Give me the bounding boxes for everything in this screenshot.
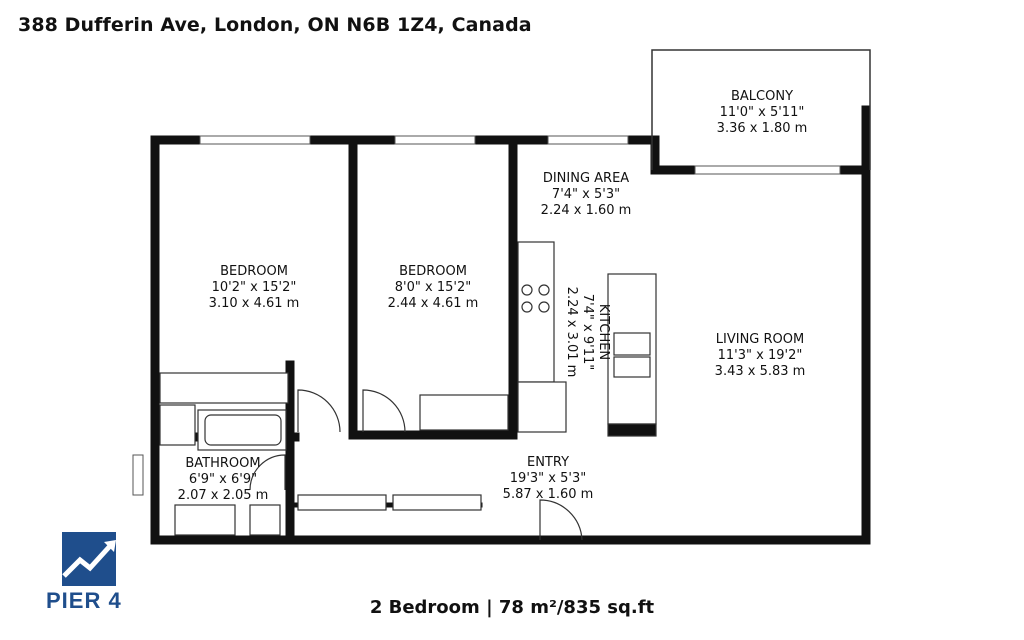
room-kitchen: KITCHEN 7'4" x 9'11" 2.24 x 3.01 m (564, 287, 611, 378)
balcony-imperial: 11'0" x 5'11" (720, 105, 805, 120)
dining-imperial: 7'4" x 5'3" (552, 187, 620, 202)
balcony-outline (651, 49, 871, 170)
address-title: 388 Dufferin Ave, London, ON N6B 1Z4, Ca… (18, 14, 532, 36)
room-balcony: BALCONY 11'0" x 5'11" 3.36 x 1.80 m (717, 89, 808, 136)
bathroom-metric: 2.07 x 2.05 m (178, 488, 269, 503)
summary-footer: 2 Bedroom | 78 m²/835 sq.ft (369, 597, 655, 618)
bedroom2-metric: 2.44 x 4.61 m (388, 296, 479, 311)
kitchen-imperial: 7'4" x 9'11" (580, 294, 595, 370)
living-name: LIVING ROOM (716, 332, 804, 347)
bathroom-name: BATHROOM (185, 456, 260, 471)
dining-name: DINING AREA (543, 171, 629, 186)
doors (249, 389, 583, 541)
bedroom2-name: BEDROOM (399, 264, 467, 279)
kitchen-name: KITCHEN (596, 304, 611, 360)
balcony-name: BALCONY (731, 89, 793, 104)
balcony-metric: 3.36 x 1.80 m (717, 121, 808, 136)
kitchen-counter (517, 241, 657, 437)
room-entry: ENTRY 19'3" x 5'3" 5.87 x 1.60 m (503, 455, 594, 502)
bathroom-imperial: 6'9" x 6'9" (189, 472, 257, 487)
rising-arrow-icon (62, 532, 116, 586)
room-bedroom1: BEDROOM 10'2" x 15'2" 3.10 x 4.61 m (209, 264, 300, 311)
closets (159, 372, 509, 511)
room-bedroom2: BEDROOM 8'0" x 15'2" 2.44 x 4.61 m (388, 264, 479, 311)
kitchen-metric: 2.24 x 3.01 m (564, 287, 579, 378)
living-metric: 3.43 x 5.83 m (715, 364, 806, 379)
bedroom1-metric: 3.10 x 4.61 m (209, 296, 300, 311)
room-bathroom: BATHROOM 6'9" x 6'9" 2.07 x 2.05 m (178, 456, 269, 503)
bedroom2-imperial: 8'0" x 15'2" (395, 280, 471, 295)
living-imperial: 11'3" x 19'2" (718, 348, 803, 363)
dining-metric: 2.24 x 1.60 m (541, 203, 632, 218)
entry-imperial: 19'3" x 5'3" (510, 471, 586, 486)
room-living: LIVING ROOM 11'3" x 19'2" 3.43 x 5.83 m (715, 332, 806, 379)
bathroom-fixtures (159, 404, 287, 536)
bedroom1-name: BEDROOM (220, 264, 288, 279)
windows (132, 135, 841, 496)
entry-metric: 5.87 x 1.60 m (503, 487, 594, 502)
entry-name: ENTRY (527, 455, 569, 470)
logo-wordmark: PIER 4 (46, 588, 122, 613)
bedroom1-imperial: 10'2" x 15'2" (212, 280, 297, 295)
room-dining: DINING AREA 7'4" x 5'3" 2.24 x 1.60 m (541, 171, 632, 218)
